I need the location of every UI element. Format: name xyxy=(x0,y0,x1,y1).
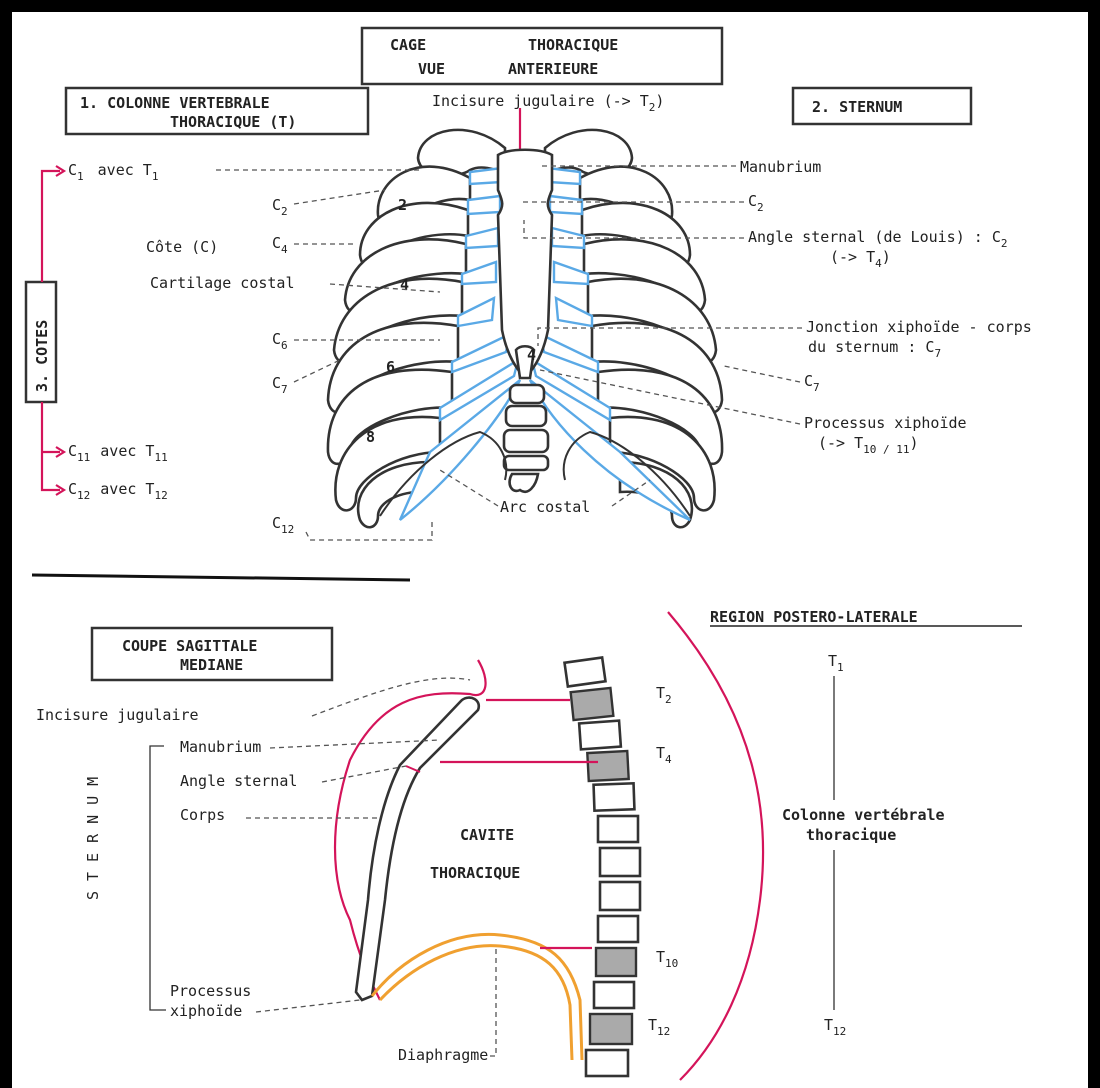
processus-label: Processus xyxy=(170,982,251,1000)
svg-text:Incisure jugulaire (-> T2): Incisure jugulaire (-> T2) xyxy=(432,92,664,114)
rib-number-4: 4 xyxy=(400,276,409,294)
label-c7-left: C7 xyxy=(272,374,288,396)
t12-label-spine: T12 xyxy=(648,1016,670,1038)
label-c2-left: C2 xyxy=(272,196,288,218)
box-sternum: 2. STERNUM xyxy=(793,88,971,124)
label-c7-right: C7 xyxy=(804,372,820,394)
label-arc-costal: Arc costal xyxy=(500,498,590,516)
cavite-label: CAVITE xyxy=(460,826,514,844)
box-cotes: 3. COTES xyxy=(26,282,56,402)
title-thoracique: THORACIQUE xyxy=(528,36,618,54)
thoracique-label: thoracique xyxy=(806,826,896,844)
title-vue: VUE xyxy=(418,60,445,78)
label-angle-sternal: Angle sternal (de Louis) : C2 xyxy=(748,228,1008,250)
t12-label-right: T12 xyxy=(824,1016,846,1038)
label-c6-left: C6 xyxy=(272,330,288,352)
label-angle-sternal-t4: (-> T4) xyxy=(830,248,891,270)
vertebral-column-front xyxy=(504,385,548,492)
label-cartilage-costal: Cartilage costal xyxy=(150,274,295,292)
rib-number-8: 8 xyxy=(366,428,375,446)
skin-outline-back xyxy=(668,612,763,1080)
label-c12-left: C12 xyxy=(272,514,294,536)
region-postero-laterale: REGION POSTERO-LATERALE xyxy=(710,608,918,626)
rib-number-6: 6 xyxy=(386,358,395,376)
rib-number-2: 2 xyxy=(398,196,407,214)
angle-sternal-label: Angle sternal xyxy=(180,772,297,790)
box-colonne-vertebrale: 1. COLONNE VERTEBRALE THORACIQUE (T) xyxy=(66,88,368,134)
xiphoid-number: 4 xyxy=(527,346,536,364)
sternum-vertical-label: STERNUM xyxy=(84,767,102,900)
label-jonction-c7: du sternum : C7 xyxy=(808,338,941,360)
t1-label: T1 xyxy=(828,652,844,674)
corps-label: Corps xyxy=(180,806,225,824)
title-cage: CAGE xyxy=(390,36,426,54)
thoracique-cavity-label: THORACIQUE xyxy=(430,864,520,882)
title-anterieure: ANTERIEURE xyxy=(508,60,598,78)
diaphragm xyxy=(372,934,582,1060)
colonne-vertebrale-label: Colonne vertébrale xyxy=(782,806,945,824)
label-c4-left: C4 xyxy=(272,234,288,256)
t2-label: T2 xyxy=(656,684,672,706)
box1-line2: THORACIQUE (T) xyxy=(170,113,296,131)
section-divider xyxy=(32,575,410,580)
coupe-sagittale-box: COUPE SAGITTALE MEDIANE xyxy=(92,628,332,680)
coupe-line2: MEDIANE xyxy=(180,656,243,674)
label-cote: Côte (C) xyxy=(146,238,218,256)
box1-line1: 1. COLONNE VERTEBRALE xyxy=(80,94,270,112)
box2-text: 2. STERNUM xyxy=(812,98,902,116)
vertebrae-sagittal xyxy=(565,657,640,1076)
t10-label: T10 xyxy=(656,948,678,970)
manubrium-label: Manubrium xyxy=(180,738,261,756)
xiphoide-label: xiphoïde xyxy=(170,1002,242,1020)
title-box: CAGE THORACIQUE VUE ANTERIEURE xyxy=(362,28,722,84)
label-processus-xiphoide: Processus xiphoïde xyxy=(804,414,967,432)
box3-text: 3. COTES xyxy=(33,320,51,392)
diaphragme-label: Diaphragme xyxy=(398,1046,488,1064)
label-c2-right: C2 xyxy=(748,192,764,214)
label-manubrium-top: Manubrium xyxy=(740,158,821,176)
t4-label: T4 xyxy=(656,744,672,766)
incisure-jugulaire-label: Incisure jugulaire xyxy=(36,706,199,724)
label-processus-t10: (-> T10 / 11) xyxy=(818,434,919,456)
sternum xyxy=(498,150,552,372)
coupe-line1: COUPE SAGITTALE xyxy=(122,637,257,655)
label-jonction: Jonction xiphoïde - corps xyxy=(806,318,1032,336)
